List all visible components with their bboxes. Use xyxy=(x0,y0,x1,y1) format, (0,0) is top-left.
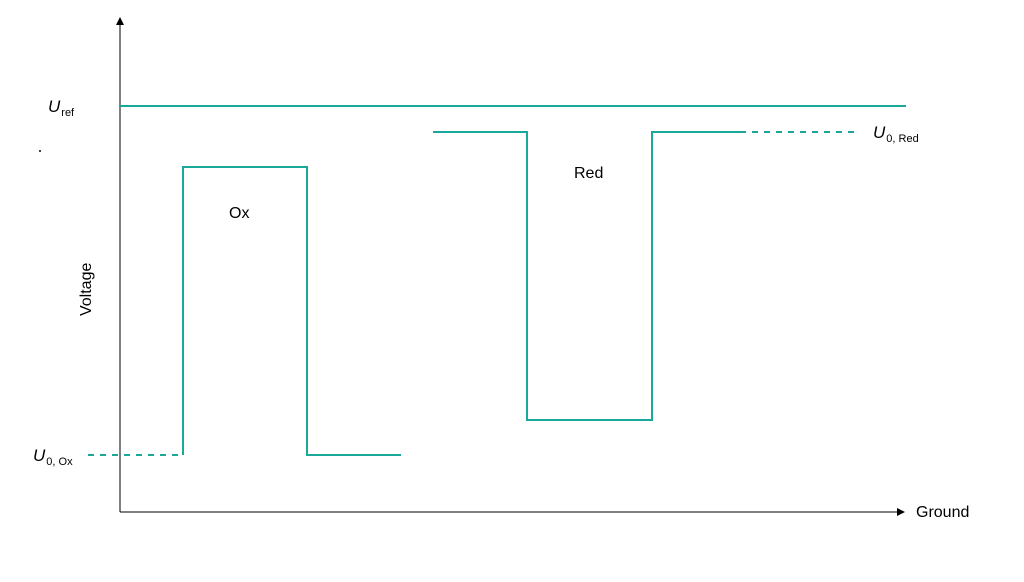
x-axis-label: Ground xyxy=(916,504,969,521)
stray-dot xyxy=(39,150,41,152)
y-axis-label: Voltage xyxy=(78,263,95,316)
u0-ox-label: U0, Ox xyxy=(33,446,73,468)
u0-red-label: U0, Red xyxy=(873,123,919,145)
red-region-label: Red xyxy=(574,165,603,182)
red-trace xyxy=(433,131,746,421)
ox-region-label: Ox xyxy=(229,205,249,222)
ox-trace xyxy=(182,166,401,456)
u-ref-label: Uref xyxy=(48,97,75,119)
